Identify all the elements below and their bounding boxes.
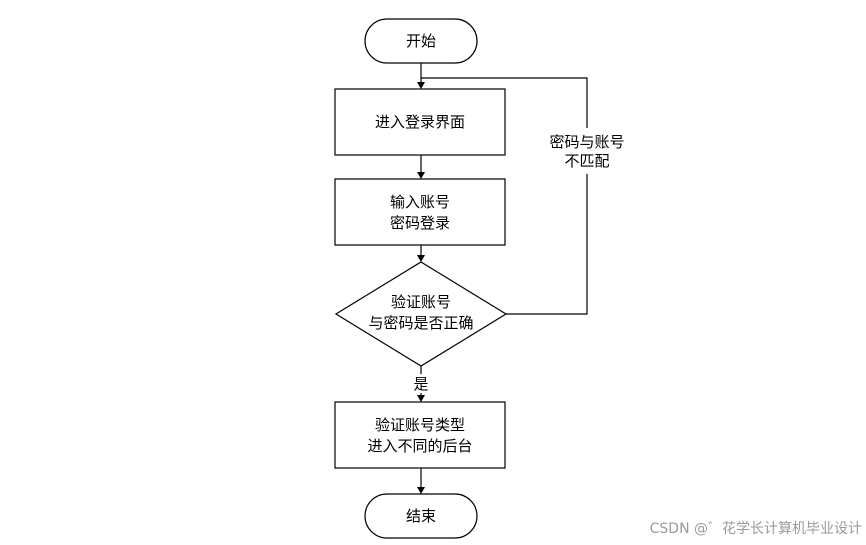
verify-line1: 验证账号	[391, 293, 451, 311]
end-label: 结束	[406, 507, 436, 525]
input-account-node: 输入账号 密码登录	[334, 178, 506, 246]
edges	[417, 63, 588, 494]
arrow-login-to-input	[417, 172, 425, 179]
arrow-start-to-login	[417, 82, 425, 89]
start-node: 开始	[364, 18, 478, 64]
mismatch-label-background	[547, 128, 629, 174]
verify-line2: 与密码是否正确	[368, 314, 473, 332]
mismatch-label-line2: 不匹配	[564, 152, 609, 170]
end-terminator	[364, 493, 478, 539]
verify-decision	[334, 261, 508, 367]
input-account-line1: 输入账号	[390, 193, 450, 211]
route-box	[334, 401, 506, 469]
yes-label-background	[411, 374, 433, 393]
arrow-verify-to-route	[417, 395, 425, 402]
route-line2: 进入不同的后台	[367, 437, 472, 455]
start-label: 开始	[406, 32, 436, 50]
login-page-box	[334, 88, 506, 156]
login-page-node: 进入登录界面	[334, 88, 506, 156]
mismatch-label-line1: 密码与账号	[549, 133, 624, 151]
route-line1: 验证账号类型	[375, 416, 465, 434]
verify-node: 验证账号 与密码是否正确	[334, 261, 508, 367]
input-account-line2: 密码登录	[390, 214, 450, 232]
route-node: 验证账号类型 进入不同的后台	[334, 401, 506, 469]
end-node: 结束	[364, 493, 478, 539]
input-account-box	[334, 178, 506, 246]
start-terminator	[364, 18, 478, 64]
arrow-input-to-verify	[417, 255, 425, 262]
edge-mismatch-loop	[421, 77, 588, 315]
yes-label: 是	[413, 375, 428, 393]
csdn-watermark: CSDN @゛花学长计算机毕业设计	[650, 521, 862, 537]
login-page-label: 进入登录界面	[375, 113, 465, 131]
arrow-route-to-end	[417, 487, 425, 494]
